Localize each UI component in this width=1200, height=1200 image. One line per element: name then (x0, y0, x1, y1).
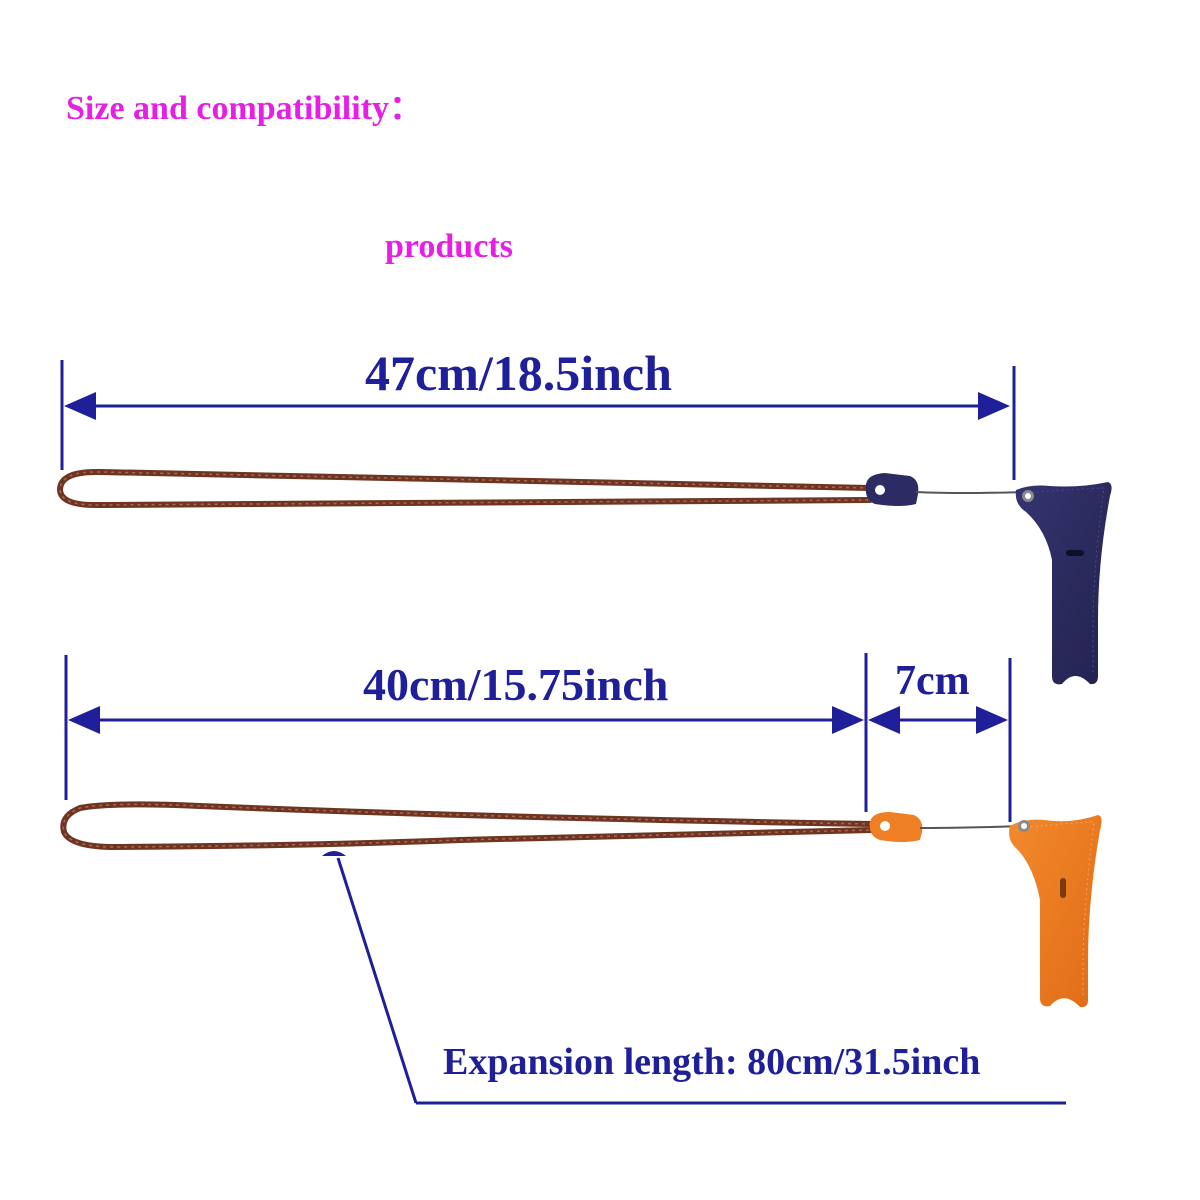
leather-holder-icon (1015, 482, 1112, 685)
navy-holder-slot (1066, 550, 1084, 556)
page-heading: Size and compatibility： (66, 90, 424, 127)
navy-holder-eyelet-hole (1025, 493, 1031, 499)
orange-cord-slider (869, 812, 923, 842)
navy-wire (915, 491, 1027, 494)
navy-slider-hole (875, 485, 885, 495)
lanyard-cord-highlight (62, 803, 873, 848)
lanyard-cord-highlight (59, 471, 871, 506)
arrow-right-icon (978, 392, 1010, 420)
orange-holder-slot (1060, 878, 1066, 898)
arrow-right-icon (976, 706, 1008, 734)
navy-lanyard (56, 468, 1112, 685)
navy-cord-slider (865, 473, 919, 506)
bottom-short-dimension-label: 7cm (895, 658, 970, 704)
bottom-dimension-guide (64, 653, 1012, 822)
top-dimension-guide (60, 360, 1016, 480)
products-label: products (385, 228, 513, 265)
orange-slider-hole (880, 821, 890, 831)
expansion-leader-line (336, 857, 418, 1104)
orange-wire (919, 825, 1021, 829)
top-dimension-label: 47cm/18.5inch (365, 345, 672, 401)
bottom-main-dimension-label: 40cm/15.75inch (363, 659, 669, 710)
expansion-length-label: Expansion length: 80cm/31.5inch (443, 1041, 981, 1083)
leather-holder-icon (1009, 815, 1102, 1008)
expansion-callout (322, 851, 1066, 1105)
arrow-left-icon (868, 706, 900, 734)
expansion-pointer-dot (322, 851, 346, 856)
orange-holder-eyelet-hole (1021, 823, 1027, 829)
arrow-right-icon (832, 706, 864, 734)
arrow-left-icon (68, 706, 100, 734)
lanyard-cord-icon (60, 801, 875, 851)
orange-holder-stitching (1015, 821, 1095, 998)
arrow-left-icon (64, 392, 96, 420)
orange-lanyard (60, 801, 1102, 1008)
